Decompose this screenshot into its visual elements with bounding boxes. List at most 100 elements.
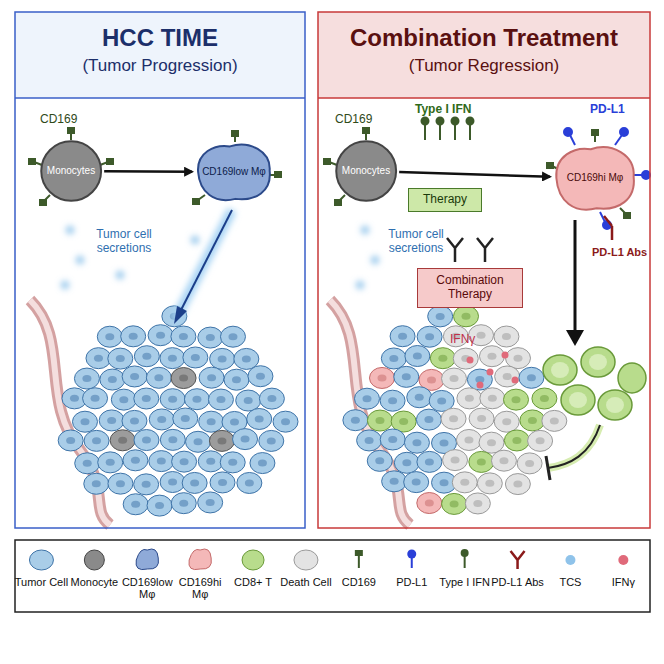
tissue-cell xyxy=(505,474,530,495)
cell-body xyxy=(336,141,396,201)
cell-nucleus xyxy=(550,417,559,424)
tissue-cell xyxy=(72,411,97,432)
tissue-cell xyxy=(172,451,197,472)
legend-icon xyxy=(294,550,318,570)
legend-text: CD169low Mφ xyxy=(120,576,174,600)
tissue-cell xyxy=(457,388,482,409)
tissue-cell xyxy=(198,492,223,513)
tissue-cell xyxy=(184,389,209,410)
cell-nucleus xyxy=(218,479,227,486)
cell-nucleus xyxy=(92,437,101,444)
cell-nucleus xyxy=(91,395,100,402)
tissue-cell xyxy=(494,326,519,347)
cell-nucleus xyxy=(179,333,188,340)
cell-nucleus xyxy=(244,397,253,404)
cell-nucleus xyxy=(194,438,203,445)
annotation-label: PD-L1 Abs xyxy=(592,246,647,258)
tissue-cell xyxy=(160,429,185,450)
legend-text: PD-L1 Abs xyxy=(491,576,545,588)
cell-nucleus xyxy=(465,395,474,402)
header-rule xyxy=(15,97,305,99)
cell-nucleus xyxy=(116,480,125,487)
tissue-cell xyxy=(405,346,430,367)
tissue-cell xyxy=(442,368,467,389)
combination-box: Combination Therapy xyxy=(417,268,523,308)
tissue-cell xyxy=(199,411,224,432)
tissue-cell xyxy=(469,451,494,472)
cell-nucleus xyxy=(191,354,200,361)
legend-icon xyxy=(511,551,525,569)
cell-nucleus xyxy=(528,417,537,424)
cell-nucleus xyxy=(142,395,151,402)
cell-nucleus xyxy=(513,481,522,488)
legend-text: Death Cell xyxy=(279,576,333,588)
cell-nucleus xyxy=(362,395,371,402)
cell-nucleus xyxy=(425,458,434,465)
tissue-cell xyxy=(108,348,133,369)
arrow-connector xyxy=(399,172,550,177)
cell-nucleus xyxy=(267,395,276,402)
cell-nucleus xyxy=(425,333,434,340)
cell-nucleus xyxy=(512,396,521,403)
cell-nucleus xyxy=(449,415,458,422)
tissue-cell xyxy=(495,366,520,387)
cell-nucleus xyxy=(540,395,549,402)
cell-nucleus xyxy=(258,460,267,467)
tissue-cell xyxy=(250,453,275,474)
cell-nucleus xyxy=(438,355,447,362)
tissue-cell xyxy=(149,409,174,430)
tissue-cell xyxy=(199,367,224,388)
cell-nucleus xyxy=(460,479,469,486)
cell-nucleus xyxy=(228,333,237,340)
cell-body xyxy=(556,147,634,209)
legend-icon xyxy=(136,549,159,570)
tissue-cell xyxy=(84,473,109,494)
cell-nucleus xyxy=(450,375,459,382)
tissue-cell xyxy=(147,495,172,516)
cell-nucleus xyxy=(267,437,276,444)
node-subtitle: (Tumor Progression) xyxy=(82,56,237,76)
monocyte-cell: Monocytes xyxy=(40,140,102,202)
cell-nucleus xyxy=(398,333,407,340)
tissue-cell xyxy=(160,389,185,410)
node-title: CD169hi Mφ xyxy=(567,172,624,184)
tissue-cell xyxy=(237,472,262,493)
tissue-cell xyxy=(171,493,196,514)
ifn-symbols xyxy=(422,118,474,141)
cell-nucleus xyxy=(473,500,482,507)
cell-nucleus xyxy=(156,332,165,339)
cell-nucleus xyxy=(218,355,227,362)
tissue-cell xyxy=(542,410,567,431)
tissue-cell xyxy=(273,411,298,432)
tissue-cell xyxy=(122,366,147,387)
cell-nucleus xyxy=(413,353,422,360)
cell-nucleus xyxy=(206,458,215,465)
cell-nucleus xyxy=(190,479,199,486)
cell-nucleus xyxy=(425,500,434,507)
tissue-cell xyxy=(160,472,185,493)
cell-nucleus xyxy=(502,333,511,340)
cell-nucleus xyxy=(181,415,190,422)
cell-nucleus xyxy=(451,457,460,464)
cell-nucleus xyxy=(375,457,384,464)
legend-icon xyxy=(407,550,416,559)
cell-nucleus xyxy=(179,500,188,507)
cell-nucleus xyxy=(487,439,496,446)
tissue-cell xyxy=(74,368,99,389)
cell-nucleus xyxy=(477,415,486,422)
tissue-cell xyxy=(83,388,108,409)
cell-nucleus xyxy=(154,374,163,381)
tissue-cell xyxy=(186,431,211,452)
cell-nucleus xyxy=(351,417,360,424)
tissue-cell xyxy=(343,410,368,431)
tissue-cell xyxy=(123,450,148,471)
tissue-cell xyxy=(494,411,519,432)
tissue-cell xyxy=(520,410,545,431)
cell-nucleus xyxy=(168,436,177,443)
cell-nucleus xyxy=(450,500,459,507)
node-title: Therapy xyxy=(423,193,467,207)
cell-nucleus xyxy=(206,334,215,341)
tissue-cell xyxy=(428,306,453,327)
panel: HCC TIME(Tumor Progression)MonocytesCD16… xyxy=(15,12,305,98)
